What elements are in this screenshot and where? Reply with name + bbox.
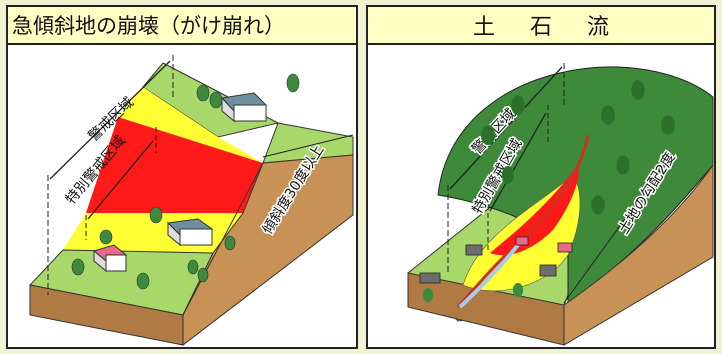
slope-soil-right bbox=[182, 154, 354, 347]
slope-soil-front bbox=[29, 284, 184, 346]
slope-warning-band-top bbox=[118, 87, 263, 163]
trees-2 bbox=[422, 79, 676, 303]
warning-zone-arrow bbox=[49, 60, 171, 180]
trees bbox=[71, 73, 300, 290]
warning-zone-arrow-2 bbox=[449, 66, 563, 190]
debris-flow-title: 土 石 流 bbox=[368, 7, 714, 45]
steep-slope-title: 急傾斜地の崩壊（がけ崩れ） bbox=[8, 7, 356, 45]
house-middle bbox=[166, 218, 214, 247]
houses-2 bbox=[419, 236, 573, 284]
steep-slope-diagram: 警戒区域 特別警戒区域 傾斜度30度以上 bbox=[29, 55, 354, 347]
special-zone-arrow bbox=[87, 140, 154, 220]
slope-edge-line bbox=[182, 162, 264, 316]
steep-slope-panel: 急傾斜地の崩壊（がけ崩れ） 警戒区域 特別警戒区域 傾斜度30度以上 bbox=[6, 5, 358, 349]
debris-special-zone bbox=[490, 165, 579, 256]
house-top bbox=[220, 92, 268, 123]
house-bottom bbox=[92, 244, 128, 273]
slope-special-zone bbox=[86, 117, 263, 213]
slope-angle-line bbox=[262, 134, 354, 158]
debris-channel bbox=[456, 134, 590, 309]
debris-flow-diagram: 警戒区域 特別警戒区域 土地の勾配2度 bbox=[407, 63, 714, 346]
valley-soil-front bbox=[407, 272, 565, 346]
gradient-line bbox=[563, 164, 665, 304]
debris-flow-panel: 土 石 流 警戒区域 特別警戒区域 土地の勾配2度 bbox=[366, 5, 716, 349]
stream bbox=[458, 243, 520, 309]
special-zone-arrow-2 bbox=[489, 112, 547, 212]
